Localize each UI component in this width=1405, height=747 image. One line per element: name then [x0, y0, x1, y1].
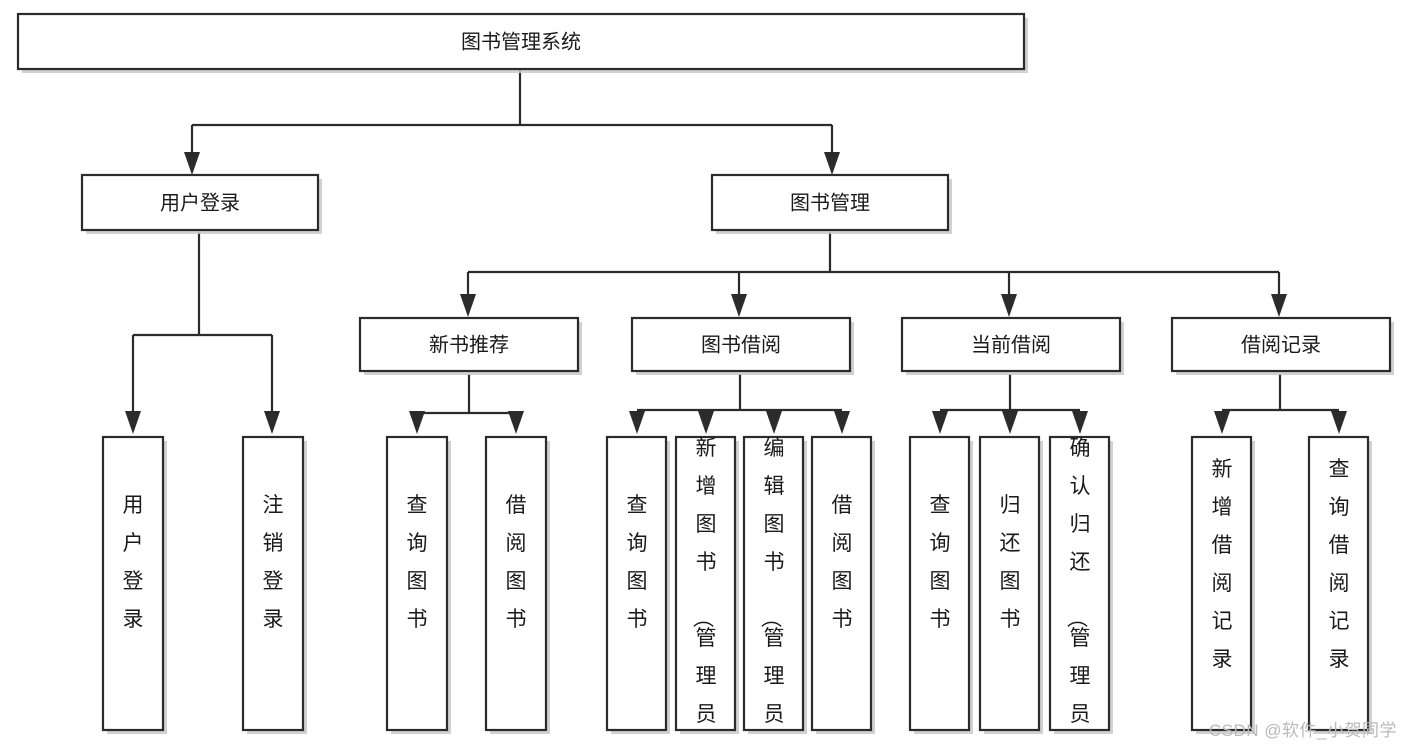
- leaf-book-borrow-3-label: 借阅图书: [832, 494, 853, 631]
- node-root[interactable]: 图书管理系统: [16, 12, 1028, 73]
- leaf-new-book-recommend-0-box[interactable]: [385, 435, 449, 732]
- arrow-bb-l1: [629, 411, 645, 434]
- node-user-login[interactable]: 用户登录: [80, 173, 322, 234]
- leaf-book-borrow-1-box[interactable]: [674, 435, 737, 732]
- leaf-user-login-0[interactable]: 用户登录: [101, 435, 167, 734]
- arrow-cb-l3: [1072, 411, 1088, 434]
- leaf-book-borrow-2-label: 编辑图书（管理员）: [759, 437, 785, 747]
- connector-layer: [125, 67, 1347, 434]
- node-book-management-label: 图书管理: [790, 191, 870, 214]
- leaf-new-book-recommend-1-box[interactable]: [484, 435, 548, 732]
- node-borrow-record-label: 借阅记录: [1241, 333, 1321, 356]
- leaf-borrow-record-1-label: 查询借阅记录: [1329, 458, 1350, 671]
- node-user-login-label: 用户登录: [160, 191, 240, 214]
- leaf-current-borrow-2[interactable]: 确认归还（管理员）: [1048, 435, 1113, 747]
- leaf-current-borrow-1-box[interactable]: [978, 435, 1041, 732]
- arrow-root-to-user: [184, 152, 200, 175]
- leaf-current-borrow-2-label: 确认归还（管理员）: [1065, 437, 1091, 747]
- node-root-box[interactable]: [16, 12, 1026, 71]
- leaf-user-login-1-label: 注销登录: [263, 494, 284, 631]
- arrow-bm-c4: [1271, 294, 1287, 317]
- node-borrow-record[interactable]: 借阅记录: [1170, 316, 1394, 375]
- arrow-bm-c2: [731, 294, 747, 317]
- arrow-cb-l2: [1002, 411, 1018, 434]
- arrow-bm-c1: [460, 294, 476, 317]
- node-borrow-record-box[interactable]: [1170, 316, 1392, 373]
- leaf-borrow-record-0-box[interactable]: [1190, 435, 1253, 732]
- arrow-bb-l3: [766, 411, 782, 434]
- arrow-root-to-bookmgmt: [824, 152, 840, 175]
- leaf-new-book-recommend-0-label: 查询图书: [407, 494, 428, 631]
- leaf-book-borrow-3[interactable]: 借阅图书: [810, 435, 875, 734]
- arrow-bb-l4: [834, 411, 850, 434]
- leaf-borrow-record-1[interactable]: 查询借阅记录: [1307, 435, 1372, 734]
- leaf-current-borrow-0-box[interactable]: [908, 435, 971, 732]
- node-current-borrow-label: 当前借阅: [971, 333, 1051, 356]
- leaf-user-login-0-label: 用户登录: [123, 494, 144, 631]
- leaf-new-book-recommend-1-label: 借阅图书: [506, 494, 527, 631]
- leaf-book-borrow-2-box[interactable]: [742, 435, 805, 732]
- leaf-current-borrow-1[interactable]: 归还图书: [978, 435, 1043, 734]
- leaf-user-login-1[interactable]: 注销登录: [241, 435, 307, 734]
- node-book-borrow-box[interactable]: [630, 316, 852, 373]
- node-current-borrow[interactable]: 当前借阅: [900, 316, 1124, 375]
- node-book-borrow[interactable]: 图书借阅: [630, 316, 854, 375]
- leaf-current-borrow-2-box[interactable]: [1048, 435, 1111, 732]
- leaf-borrow-record-0-label: 新增借阅记录: [1212, 458, 1233, 671]
- arrow-br-l1: [1214, 411, 1230, 434]
- leaf-current-borrow-1-label: 归还图书: [1000, 494, 1021, 631]
- leaf-book-borrow-0-box[interactable]: [605, 435, 668, 732]
- leaf-borrow-record-0[interactable]: 新增借阅记录: [1190, 435, 1255, 734]
- node-new-book-recommend[interactable]: 新书推荐: [358, 316, 582, 375]
- leaf-book-borrow-2[interactable]: 编辑图书（管理员）: [742, 435, 807, 747]
- node-current-borrow-box[interactable]: [900, 316, 1122, 373]
- arrow-user-leaf1: [125, 411, 141, 434]
- arrow-nbr-l1: [409, 411, 425, 434]
- leaf-book-borrow-0-label: 查询图书: [627, 494, 648, 631]
- leaf-current-borrow-0-label: 查询图书: [930, 494, 951, 631]
- node-new-book-recommend-box[interactable]: [358, 316, 580, 373]
- leaf-current-borrow-0[interactable]: 查询图书: [908, 435, 973, 734]
- leaf-book-borrow-1-label: 新增图书（管理员）: [691, 437, 717, 747]
- node-root-label: 图书管理系统: [461, 30, 581, 53]
- arrow-bb-l2: [698, 411, 714, 434]
- arrow-user-leaf2: [264, 411, 280, 434]
- node-book-management-box[interactable]: [710, 173, 950, 232]
- leaf-borrow-record-1-box[interactable]: [1307, 435, 1370, 732]
- leaf-new-book-recommend-0[interactable]: 查询图书: [385, 435, 451, 734]
- arrow-nbr-l2: [508, 411, 524, 434]
- leaf-book-borrow-0[interactable]: 查询图书: [605, 435, 670, 734]
- arrow-br-l2: [1331, 411, 1347, 434]
- watermark-text: CSDN @软件_小贺同学: [1208, 721, 1397, 740]
- node-user-login-box[interactable]: [80, 173, 320, 232]
- node-new-book-recommend-label: 新书推荐: [429, 333, 509, 356]
- arrow-cb-l1: [932, 411, 948, 434]
- leaf-book-borrow-1[interactable]: 新增图书（管理员）: [674, 435, 739, 747]
- node-book-borrow-label: 图书借阅: [701, 333, 781, 356]
- node-book-management[interactable]: 图书管理: [710, 173, 952, 234]
- leaf-book-borrow-3-box[interactable]: [810, 435, 873, 732]
- leaf-user-login-0-box[interactable]: [101, 435, 165, 732]
- leaf-new-book-recommend-1[interactable]: 借阅图书: [484, 435, 550, 734]
- leaf-user-login-1-box[interactable]: [241, 435, 305, 732]
- arrow-bm-c3: [1001, 294, 1017, 317]
